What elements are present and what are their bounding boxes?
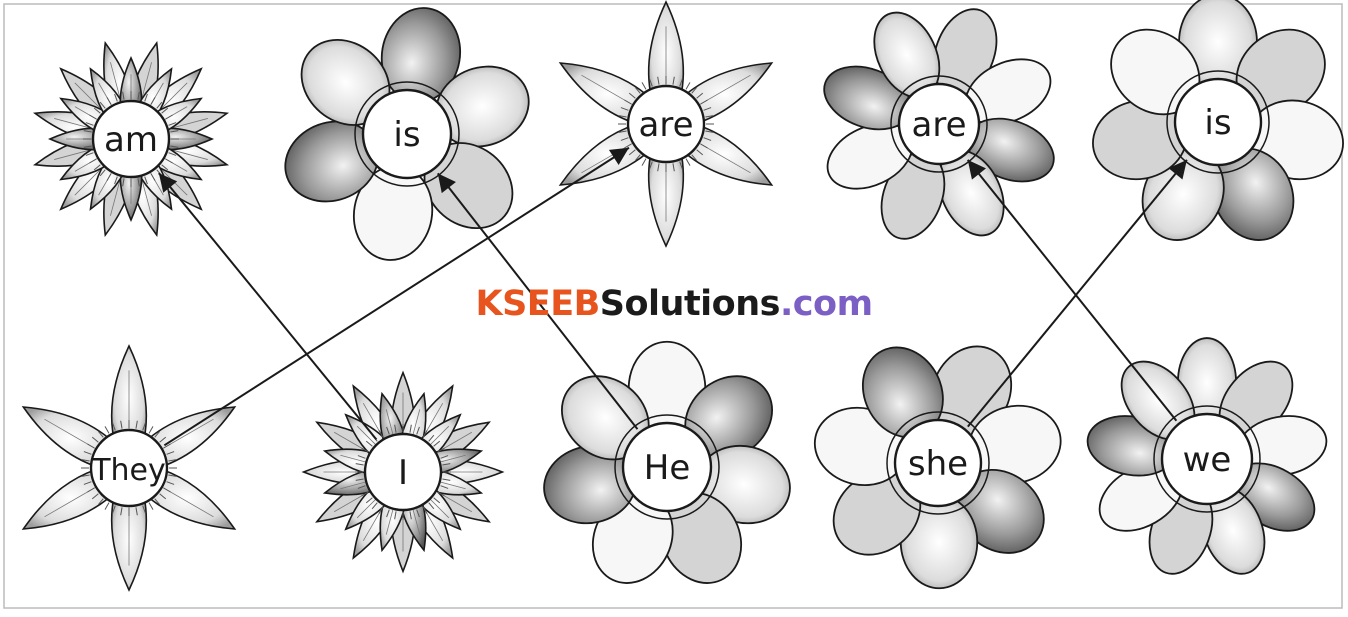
fringe-mark (686, 82, 690, 89)
top-word-2: is (393, 115, 420, 155)
fringe-mark (642, 159, 646, 166)
top-word-1: am (104, 120, 158, 160)
watermark-brand: KSEEB (475, 284, 599, 324)
fringe-mark (105, 503, 109, 510)
top-word-4: are (912, 105, 967, 145)
fringe-mark (105, 426, 109, 433)
bottom-word-2: I (398, 453, 408, 493)
fringe-mark (149, 503, 153, 510)
watermark-solutions: Solutions (600, 284, 780, 324)
bottom-word-3: He (644, 448, 690, 488)
bottom-word-4: she (908, 444, 968, 484)
fringe-mark (686, 159, 690, 166)
watermark: KSEEBSolutions.com (0, 279, 1348, 329)
fringe-mark (149, 426, 153, 433)
bottom-word-5: we (1183, 440, 1232, 480)
watermark-domain: .com (780, 284, 873, 324)
top-word-5: is (1204, 103, 1231, 143)
bottom-word-1: They (91, 453, 166, 488)
top-word-3: are (639, 105, 694, 145)
fringe-mark (642, 82, 646, 89)
